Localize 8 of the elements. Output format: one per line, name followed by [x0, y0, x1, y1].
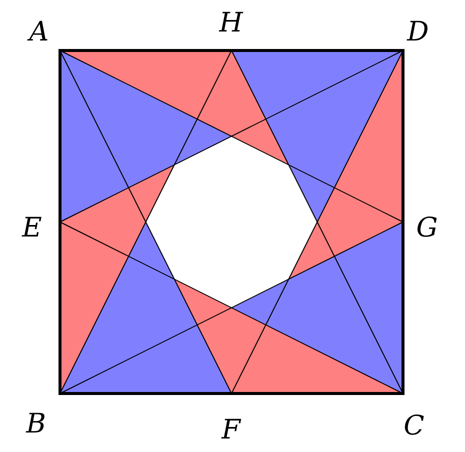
- point-label: G: [416, 214, 438, 242]
- point-label: F: [222, 416, 240, 444]
- point-label: E: [22, 214, 42, 242]
- point-label: B: [26, 410, 46, 438]
- point-label: D: [407, 18, 429, 46]
- point-label: H: [219, 10, 243, 36]
- point-label: A: [29, 18, 49, 46]
- point-label: C: [404, 412, 424, 440]
